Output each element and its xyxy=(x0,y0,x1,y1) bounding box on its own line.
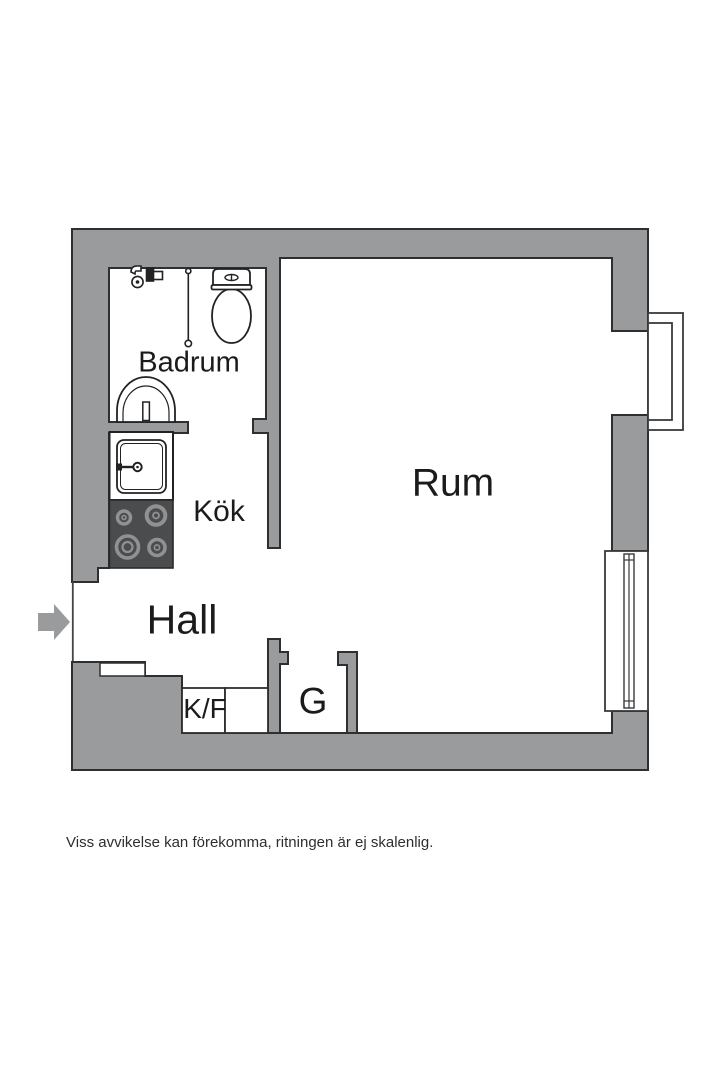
room-label-badrum: Badrum xyxy=(138,346,240,379)
stove-icon xyxy=(108,499,174,569)
room-label-kf: K/F xyxy=(183,693,227,724)
threshold-recess xyxy=(99,662,146,677)
room-label-g: G xyxy=(298,680,328,722)
wall-wardrobe-left xyxy=(267,638,289,734)
bathroom-fixtures xyxy=(116,265,253,423)
wall-right-middle xyxy=(611,414,649,552)
room-label-hall: Hall xyxy=(146,596,218,643)
window-upper-icon xyxy=(647,312,684,431)
toilet-icon xyxy=(210,268,253,344)
kitchen-fixtures xyxy=(108,431,174,569)
room-label-rum: Rum xyxy=(411,461,495,505)
kitchen-sink-icon xyxy=(108,431,174,501)
windows xyxy=(604,312,684,712)
wall-bottom xyxy=(71,661,649,771)
wall-main-upper xyxy=(71,228,649,583)
disclaimer-text: Viss avvikelse kan förekomma, ritningen … xyxy=(66,834,434,851)
walls xyxy=(71,228,649,771)
entry-arrow-icon xyxy=(38,604,70,640)
balcony-window-icon xyxy=(604,550,649,712)
shower-mixer-icon xyxy=(130,265,164,289)
fridge-freezer-compartments xyxy=(181,687,269,734)
wall-wardrobe-right xyxy=(337,651,358,734)
washbasin-icon xyxy=(116,376,176,423)
room-label-kok: Kök xyxy=(193,495,245,528)
shower-rail-icon xyxy=(184,267,193,348)
